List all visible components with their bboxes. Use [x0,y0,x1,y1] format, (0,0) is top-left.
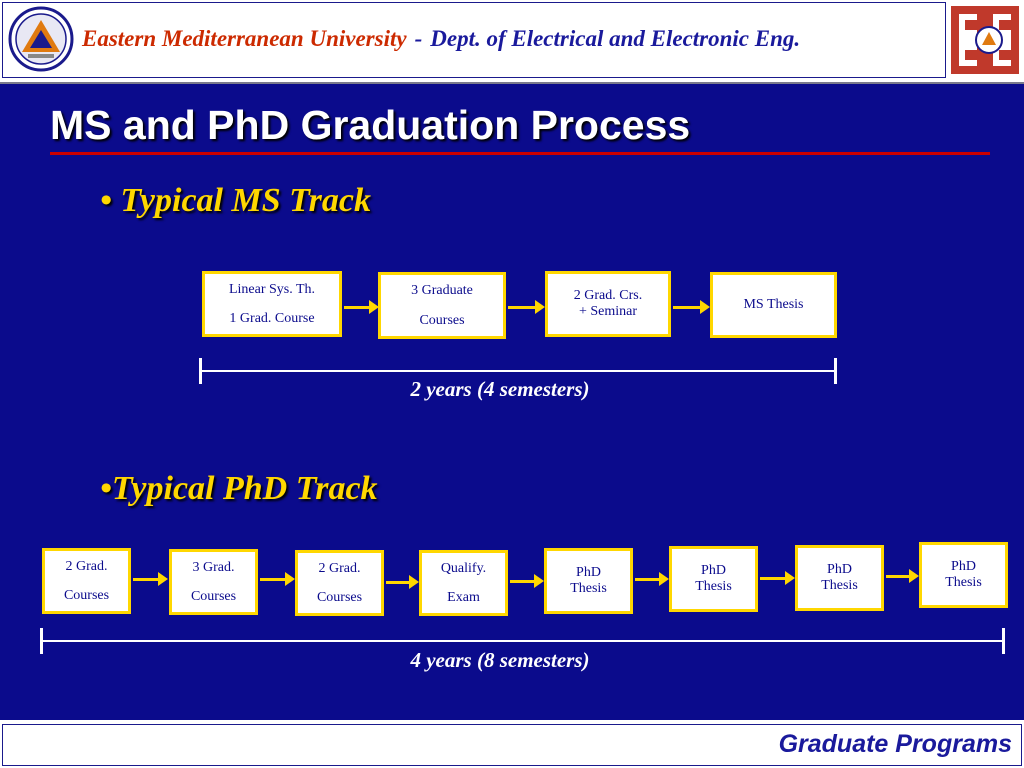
phd-step-box: 2 Grad. Courses [295,550,384,616]
phd-step-line2: Thesis [821,578,858,593]
slide-body: MS and PhD Graduation Process • Typical … [0,84,1024,720]
header-text: Eastern Mediterranean University-Dept. o… [82,26,800,52]
phd-step-line1: 2 Grad. [65,558,108,574]
ms-step-line1: MS Thesis [743,296,804,312]
flow-arrow [260,572,295,586]
footer-frame [2,724,1022,766]
phd-step-line2: Thesis [945,575,982,590]
phd-step-line1: PhD [701,562,726,578]
slide-header: Eastern Mediterranean University-Dept. o… [0,0,1024,84]
phd-step-box: PhD Thesis [669,546,758,612]
ms-step-line2: Courses [419,312,465,328]
ms-step-box: 2 Grad. Crs. + Seminar [545,271,671,337]
phd-duration-label: 4 years (8 semesters) [410,648,590,672]
phd-step-line1: 3 Grad. [192,559,235,575]
phd-step-box: PhD Thesis [795,545,884,611]
ms-span-end-tick [834,358,837,384]
university-logo-icon [8,6,74,72]
flow-arrow [344,300,379,314]
phd-step-box: 3 Grad. Courses [169,549,258,615]
university-name: Eastern Mediterranean University [82,26,407,51]
phd-step-box: PhD Thesis [544,548,633,614]
phd-step-line2: Exam [447,590,480,605]
ms-step-box: 3 Graduate Courses [378,272,506,339]
ms-step-line2: 1 Grad. Course [229,311,315,326]
phd-step-line2: Courses [316,590,363,605]
slide-footer: Graduate Programs [0,720,1024,768]
flow-arrow [886,569,919,583]
phd-step-line1: PhD [951,558,976,574]
flow-arrow [510,574,544,588]
phd-track-heading: •Typical PhD Track [100,470,378,507]
phd-step-line1: PhD [827,561,852,577]
ms-step-line1: Linear Sys. Th. [228,281,316,297]
ms-step-box: Linear Sys. Th. 1 Grad. Course [202,271,342,337]
flow-arrow [635,572,669,586]
phd-step-line1: PhD [576,564,601,580]
department-logo-icon [949,2,1021,78]
title-underline [50,152,990,155]
flow-arrow [508,300,545,314]
phd-step-line2: Thesis [570,581,607,596]
ms-span-line [200,370,836,372]
footer-title: Graduate Programs [778,730,1012,758]
ms-step-box: MS Thesis [710,272,837,338]
header-separator: - [414,26,423,51]
ms-step-line2: + Seminar [578,304,638,319]
ms-duration-label: 2 years (4 semesters) [410,377,590,401]
phd-step-line2: Courses [63,588,110,603]
header-frame [2,2,946,78]
ms-step-line1: 3 Graduate [411,283,473,299]
phd-step-box: PhD Thesis [919,542,1008,608]
phd-step-line2: Courses [190,589,237,604]
ms-step-line1: 2 Grad. Crs. [573,287,643,303]
department-name: Dept. of Electrical and Electronic Eng. [430,26,801,51]
phd-step-line1: Qualify. [440,560,487,576]
phd-span-end-tick [1002,628,1005,654]
flow-arrow [673,300,710,314]
phd-step-line2: Thesis [695,579,732,594]
flow-arrow [760,571,795,585]
ms-track-heading: • Typical MS Track [100,182,371,219]
phd-step-line1: 2 Grad. [318,560,361,576]
slide-title: MS and PhD Graduation Process [50,102,691,148]
flow-arrow [386,575,419,589]
flow-arrow [133,572,168,586]
phd-step-box: 2 Grad. Courses [42,548,131,614]
phd-step-box: Qualify. Exam [419,550,508,616]
phd-span-line [41,640,1004,642]
